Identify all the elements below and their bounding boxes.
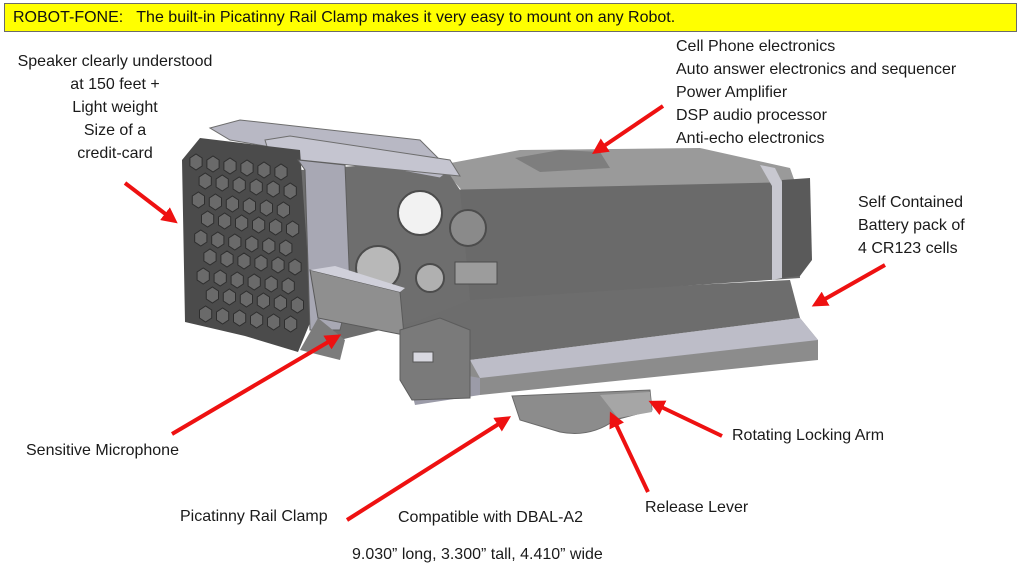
grille-hole	[196, 267, 210, 285]
grille-hole	[191, 191, 205, 209]
grille-hole	[199, 305, 213, 323]
grille-hole	[211, 231, 225, 249]
grille-hole	[223, 157, 237, 175]
grille-hole	[259, 199, 273, 217]
grille-hole	[274, 163, 288, 181]
lever-screw	[412, 351, 434, 363]
battery-callout: Self Contained Battery pack of 4 CR123 c…	[858, 191, 965, 260]
grille-hole	[235, 214, 249, 232]
grille-hole	[239, 290, 253, 308]
grille-hole	[216, 307, 230, 325]
grille-hole	[201, 210, 215, 228]
speaker-callout: Speaker clearly understood at 150 feet +…	[0, 50, 230, 165]
grille-hole	[240, 159, 254, 177]
grille-hole	[237, 252, 251, 270]
electronics-callout-line: DSP audio processor	[676, 107, 827, 124]
grille-hole	[232, 176, 246, 194]
electronics-callout-line: Cell Phone electronics	[676, 38, 836, 55]
electronics-lid-ridge	[515, 150, 610, 172]
base-rail-top-edge	[470, 318, 818, 378]
grille-hole	[250, 311, 264, 329]
grille-hole	[288, 258, 302, 276]
grille-hole	[189, 153, 203, 171]
grille-hole	[262, 237, 276, 255]
compatibility-note: Compatible with DBAL-A2	[398, 509, 583, 526]
electronics-callout-line: Anti-echo electronics	[676, 130, 825, 147]
grille-hole	[198, 172, 212, 190]
microphone-top	[310, 266, 405, 292]
frame-hole	[415, 263, 445, 293]
grille-hole	[206, 155, 220, 173]
grille-hole	[290, 296, 304, 314]
grille-hole	[208, 193, 222, 211]
grille-hole	[222, 288, 236, 306]
grille-hole	[264, 275, 278, 293]
grille-hole	[213, 269, 227, 287]
grille-hole	[281, 277, 295, 295]
speaker-callout-line: Speaker clearly understood	[17, 53, 213, 70]
grille-hole	[203, 248, 217, 266]
grille-hole	[225, 195, 239, 213]
electronics-callout-line: Auto answer electronics and sequencer	[676, 61, 957, 78]
grille-hole	[279, 239, 293, 257]
grille-hole	[286, 220, 300, 238]
battery-callout-line: Self Contained	[858, 194, 963, 211]
grille-hole	[205, 286, 219, 304]
grille-hole	[269, 218, 283, 236]
grille-hole	[242, 197, 256, 215]
battery-callout-line: Battery pack of	[858, 217, 965, 234]
speaker-callout-line: Size of a	[83, 122, 147, 139]
lever-bracket	[399, 317, 471, 401]
grille-hole	[228, 233, 242, 251]
grille-hole	[276, 201, 290, 219]
battery-callout-line: 4 CR123 cells	[858, 240, 958, 257]
grille-hole	[257, 161, 271, 179]
grille-hole	[266, 180, 280, 198]
grille-hole	[233, 309, 247, 327]
speaker-grille-holes	[189, 153, 304, 333]
title-banner: ROBOT-FONE: The built-in Picatinny Rail …	[4, 3, 1017, 32]
grille-hole	[245, 235, 259, 253]
grille-hole	[218, 212, 232, 230]
frame-slot	[454, 261, 498, 285]
electronics-callout-line: Power Amplifier	[676, 84, 788, 101]
speaker-callout-line: Light weight	[72, 99, 158, 116]
grille-hole	[194, 229, 208, 247]
speaker-callout-line: at 150 feet +	[70, 76, 160, 93]
grille-hole	[283, 182, 297, 200]
speaker-callout-line: credit-card	[77, 145, 153, 162]
release-lever-callout: Release Lever	[645, 499, 749, 516]
battery-pack-housing	[400, 280, 800, 360]
grille-hole	[247, 273, 261, 291]
grille-hole	[273, 294, 287, 312]
grille-hole	[215, 174, 229, 192]
grille-hole	[284, 315, 298, 333]
frame-hole	[449, 209, 487, 247]
electronics-housing-side	[440, 182, 800, 300]
grille-hole	[254, 254, 268, 272]
end-cap	[782, 178, 812, 278]
locking-arm-callout: Rotating Locking Arm	[732, 427, 885, 444]
dimensions-note: 9.030” long, 3.300” tall, 4.410” wide	[352, 546, 603, 563]
frame-hole	[397, 190, 443, 236]
grille-hole	[256, 292, 270, 310]
grille-hole	[252, 216, 266, 234]
grille-hole	[230, 271, 244, 289]
rail-clamp-callout: Picatinny Rail Clamp	[180, 508, 328, 525]
grille-hole	[220, 250, 234, 268]
grille-hole	[249, 178, 263, 196]
grille-hole	[267, 313, 281, 331]
retaining-strap	[760, 165, 782, 280]
microphone-callout: Sensitive Microphone	[26, 442, 179, 459]
grille-hole	[271, 256, 285, 274]
electronics-callout: Cell Phone electronics Auto answer elect…	[676, 35, 956, 150]
